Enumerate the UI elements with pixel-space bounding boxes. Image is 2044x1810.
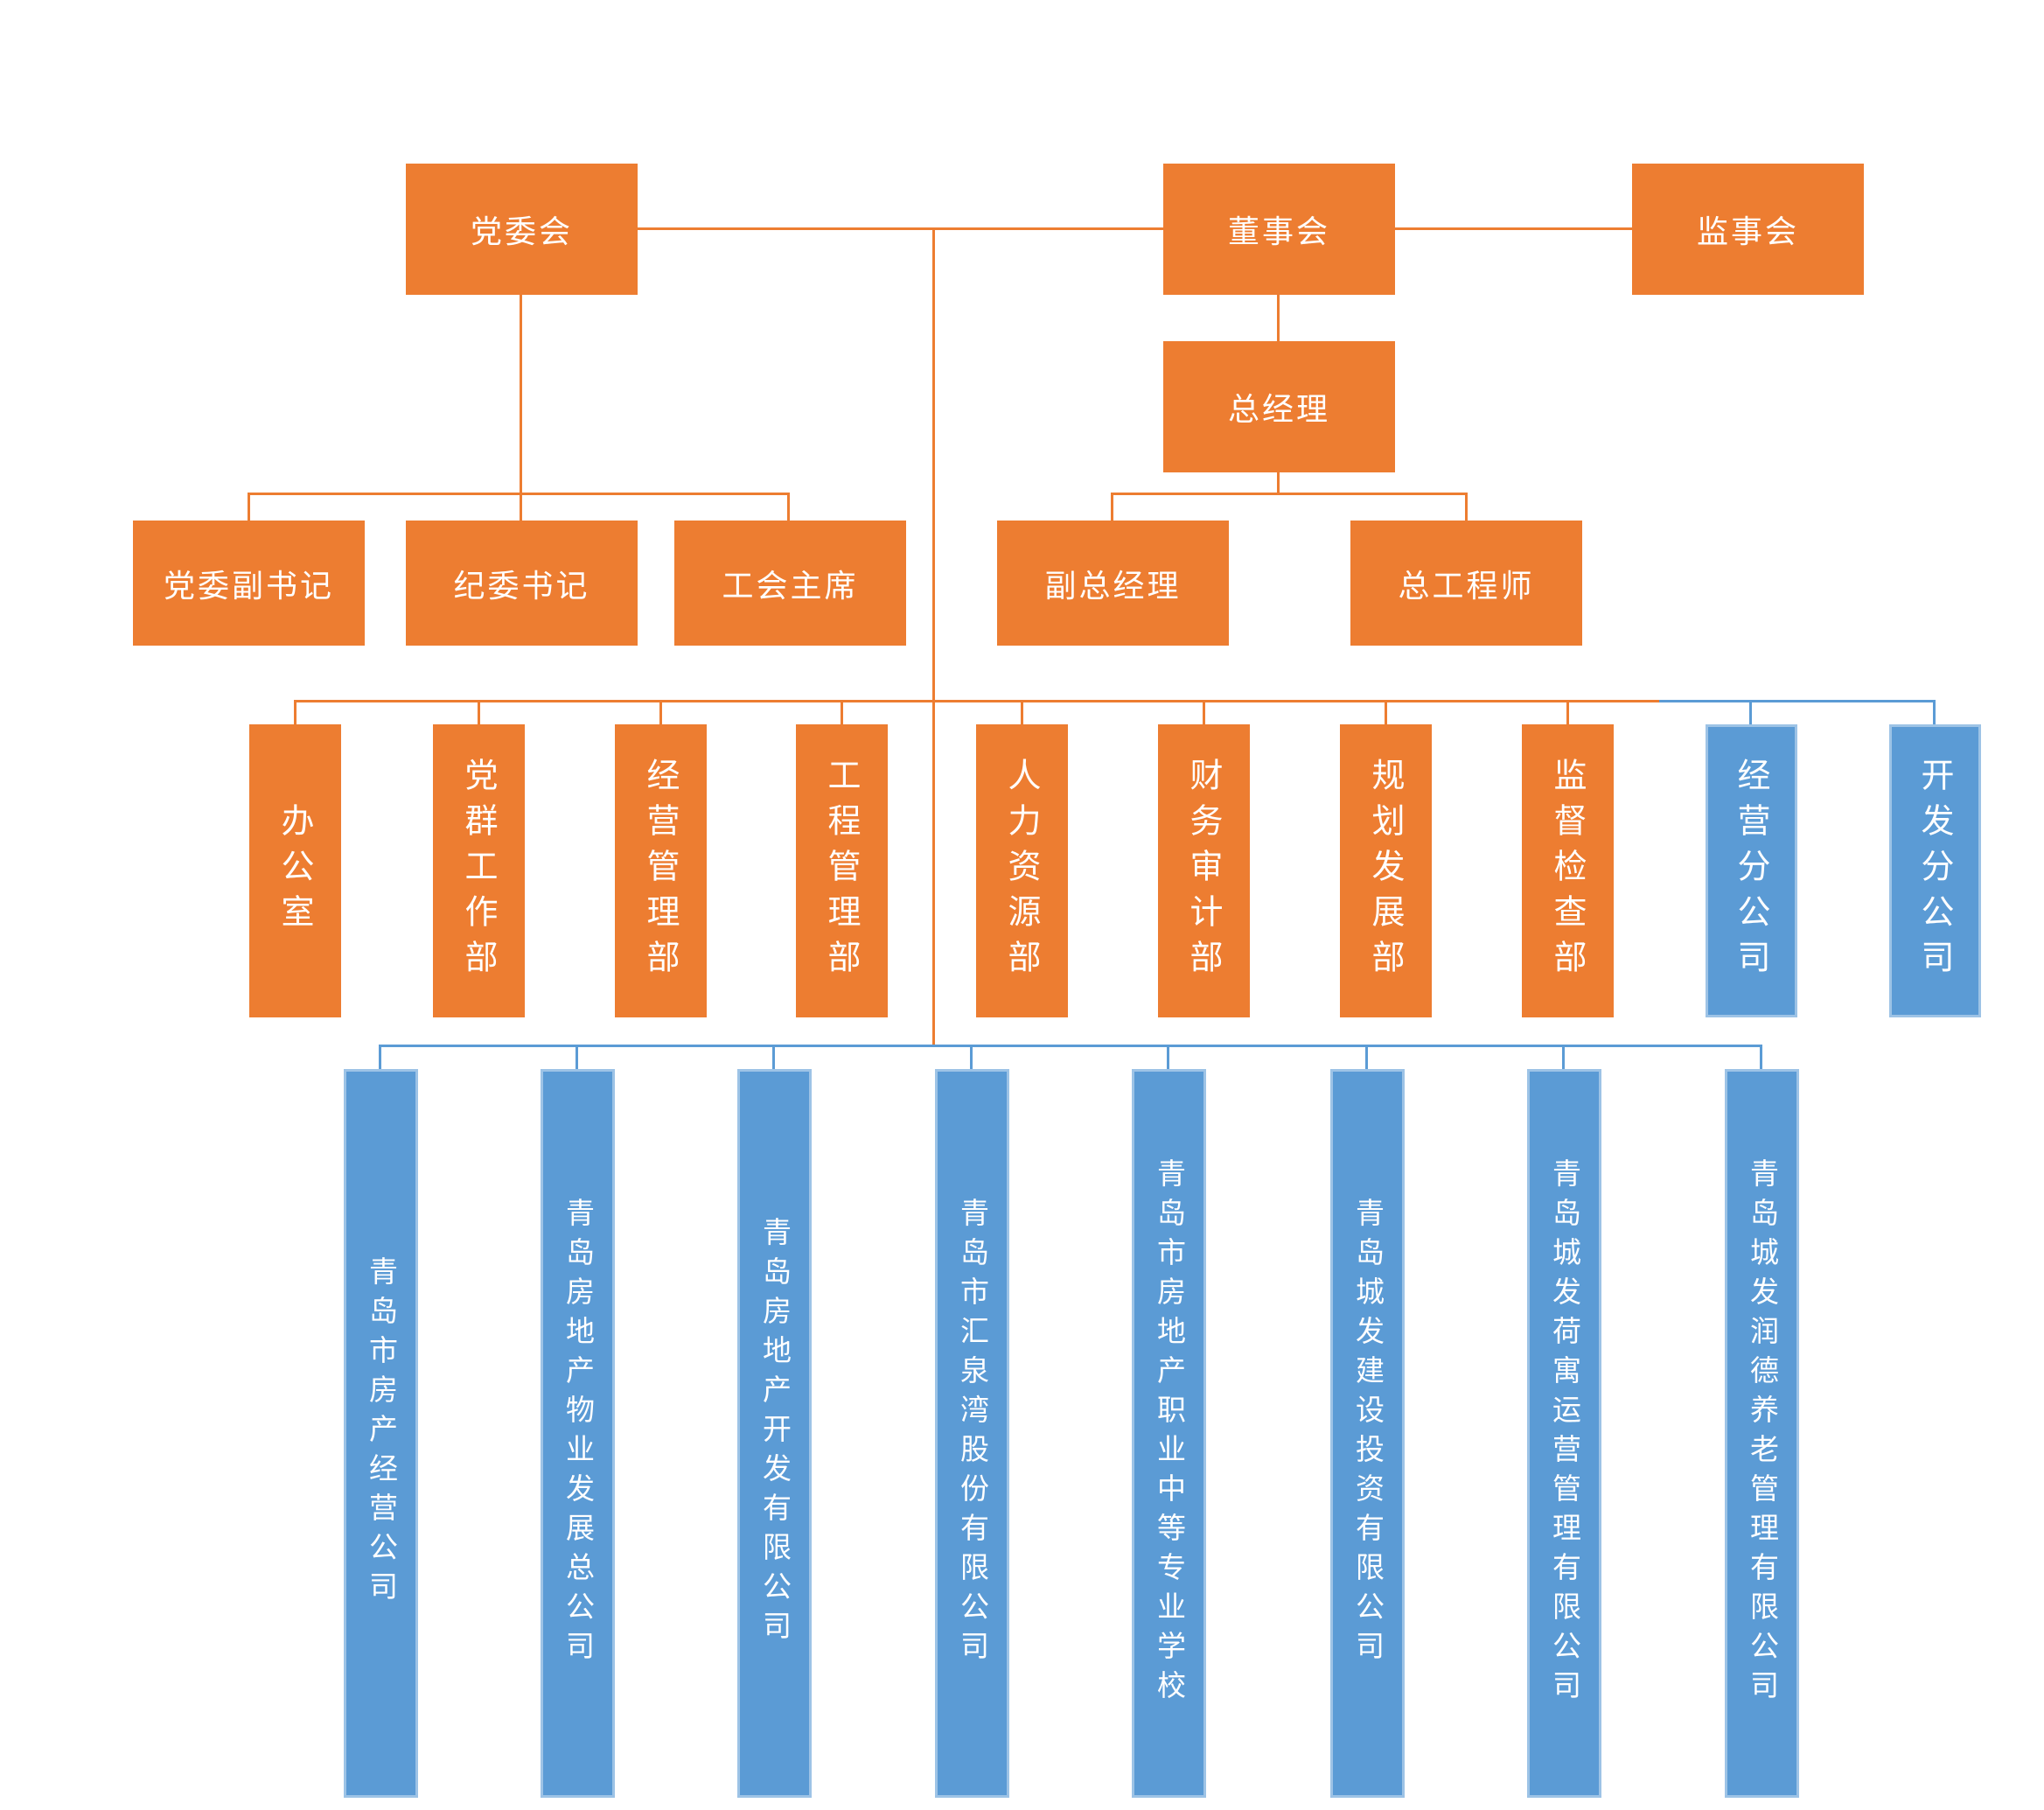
node-deputy-general-manager-label: 副总经理	[1044, 568, 1182, 604]
connector-branch-drop-1	[1749, 700, 1752, 724]
node-dept-engineering-management: 工程管理部	[796, 724, 888, 1017]
node-branch-operating: 经营分公司	[1706, 724, 1797, 1017]
connector-union-chairman-drop	[787, 493, 790, 521]
connector-dept-drop-4	[841, 700, 843, 724]
node-subsidiary-3: 青岛房地产开发有限公司	[737, 1069, 812, 1798]
connector-deputy-gm-drop	[1111, 493, 1113, 521]
node-branch-operating-label: 经营分公司	[1732, 757, 1770, 985]
node-dept-office: 办公室	[249, 724, 341, 1017]
node-subsidiary-2-label: 青岛房地产物业发展总公司	[561, 1197, 596, 1670]
node-dept-finance-audit-label: 财务审计部	[1184, 757, 1223, 985]
connector-sub-drop-3	[772, 1045, 775, 1069]
node-supervisory-board: 监事会	[1632, 164, 1864, 295]
connector-main-trunk	[932, 227, 935, 1047]
node-subsidiary-5: 青岛市房地产职业中等专业学校	[1132, 1069, 1206, 1798]
node-deputy-party-secretary: 党委副书记	[133, 521, 365, 646]
node-dept-finance-audit: 财务审计部	[1158, 724, 1250, 1017]
connector-dept-drop-6	[1203, 700, 1205, 724]
node-dept-operations-management: 经营管理部	[615, 724, 707, 1017]
connector-sub-drop-1	[379, 1045, 381, 1069]
node-dept-supervision-inspection-label: 监督检查部	[1548, 757, 1587, 985]
node-discipline-secretary-label: 纪委书记	[453, 568, 590, 604]
node-discipline-secretary: 纪委书记	[406, 521, 638, 646]
node-board-of-directors: 董事会	[1163, 164, 1395, 295]
node-subsidiary-5-label: 青岛市房地产职业中等专业学校	[1152, 1157, 1187, 1709]
node-general-manager-label: 总经理	[1227, 392, 1330, 428]
node-subsidiary-1: 青岛市房产经营公司	[344, 1069, 418, 1798]
connector-departments-horizontal-orange	[294, 700, 1659, 702]
connector-sub-drop-7	[1562, 1045, 1565, 1069]
node-dept-human-resources-label: 人力资源部	[1002, 757, 1041, 985]
node-subsidiary-3-label: 青岛房地产开发有限公司	[757, 1217, 792, 1650]
connector-gm-drop	[1277, 472, 1280, 495]
connector-sub-drop-6	[1365, 1045, 1368, 1069]
connector-party-horizontal	[248, 493, 790, 495]
node-dept-party-mass-work-label: 党群工作部	[459, 757, 498, 985]
node-deputy-party-secretary-label: 党委副书记	[163, 568, 334, 604]
node-dept-supervision-inspection: 监督检查部	[1522, 724, 1614, 1017]
connector-gm-horizontal	[1111, 493, 1468, 495]
node-subsidiary-8: 青岛城发润德养老管理有限公司	[1725, 1069, 1799, 1798]
connector-dept-drop-1	[294, 700, 296, 724]
node-subsidiary-7-label: 青岛城发荷寓运营管理有限公司	[1547, 1157, 1582, 1709]
connector-branch-drop-2	[1933, 700, 1936, 724]
connector-discipline-secretary-drop	[520, 493, 522, 521]
connector-dept-drop-8	[1566, 700, 1569, 724]
connector-sub-drop-5	[1167, 1045, 1169, 1069]
node-subsidiary-8-label: 青岛城发润德养老管理有限公司	[1745, 1157, 1780, 1709]
node-party-committee: 党委会	[406, 164, 638, 295]
connector-dept-drop-3	[659, 700, 662, 724]
node-dept-engineering-management-label: 工程管理部	[822, 757, 861, 985]
connector-top-horizontal	[638, 227, 1632, 230]
connector-chief-engineer-drop	[1465, 493, 1468, 521]
node-dept-operations-management-label: 经营管理部	[641, 757, 680, 985]
node-dept-planning-development-label: 规划发展部	[1366, 757, 1405, 985]
node-subsidiary-4: 青岛市汇泉湾股份有限公司	[935, 1069, 1009, 1798]
connector-departments-horizontal-blue	[1659, 700, 1936, 702]
connector-dept-drop-2	[478, 700, 480, 724]
node-union-chairman-label: 工会主席	[722, 568, 859, 604]
connector-deputy-party-secretary-drop	[248, 493, 250, 521]
node-subsidiary-2: 青岛房地产物业发展总公司	[541, 1069, 615, 1798]
node-branch-development-label: 开发分公司	[1915, 757, 1954, 985]
connector-dept-drop-5	[1021, 700, 1023, 724]
node-dept-party-mass-work: 党群工作部	[433, 724, 525, 1017]
node-subsidiary-7: 青岛城发荷寓运营管理有限公司	[1527, 1069, 1601, 1798]
node-subsidiary-1-label: 青岛市房产经营公司	[364, 1256, 399, 1611]
node-union-chairman: 工会主席	[674, 521, 906, 646]
connector-sub-drop-2	[576, 1045, 578, 1069]
connector-board-gm	[1277, 295, 1280, 341]
node-supervisory-board-label: 监事会	[1696, 214, 1799, 250]
connector-sub-drop-4	[970, 1045, 973, 1069]
node-chief-engineer-label: 总工程师	[1398, 568, 1535, 604]
node-board-of-directors-label: 董事会	[1227, 214, 1330, 250]
connector-sub-drop-8	[1760, 1045, 1762, 1069]
node-branch-development: 开发分公司	[1889, 724, 1981, 1017]
node-chief-engineer: 总工程师	[1350, 521, 1582, 646]
node-party-committee-label: 党委会	[470, 214, 573, 250]
node-dept-human-resources: 人力资源部	[976, 724, 1068, 1017]
node-deputy-general-manager: 副总经理	[997, 521, 1229, 646]
connector-party-drop	[520, 295, 522, 494]
connector-subsidiaries-horizontal	[379, 1045, 1761, 1047]
node-general-manager: 总经理	[1163, 341, 1395, 472]
node-dept-planning-development: 规划发展部	[1340, 724, 1432, 1017]
node-dept-office-label: 办公室	[276, 802, 314, 940]
connector-dept-drop-7	[1385, 700, 1387, 724]
node-subsidiary-6-label: 青岛城发建设投资有限公司	[1350, 1197, 1385, 1670]
node-subsidiary-4-label: 青岛市汇泉湾股份有限公司	[955, 1197, 990, 1670]
node-subsidiary-6: 青岛城发建设投资有限公司	[1330, 1069, 1405, 1798]
